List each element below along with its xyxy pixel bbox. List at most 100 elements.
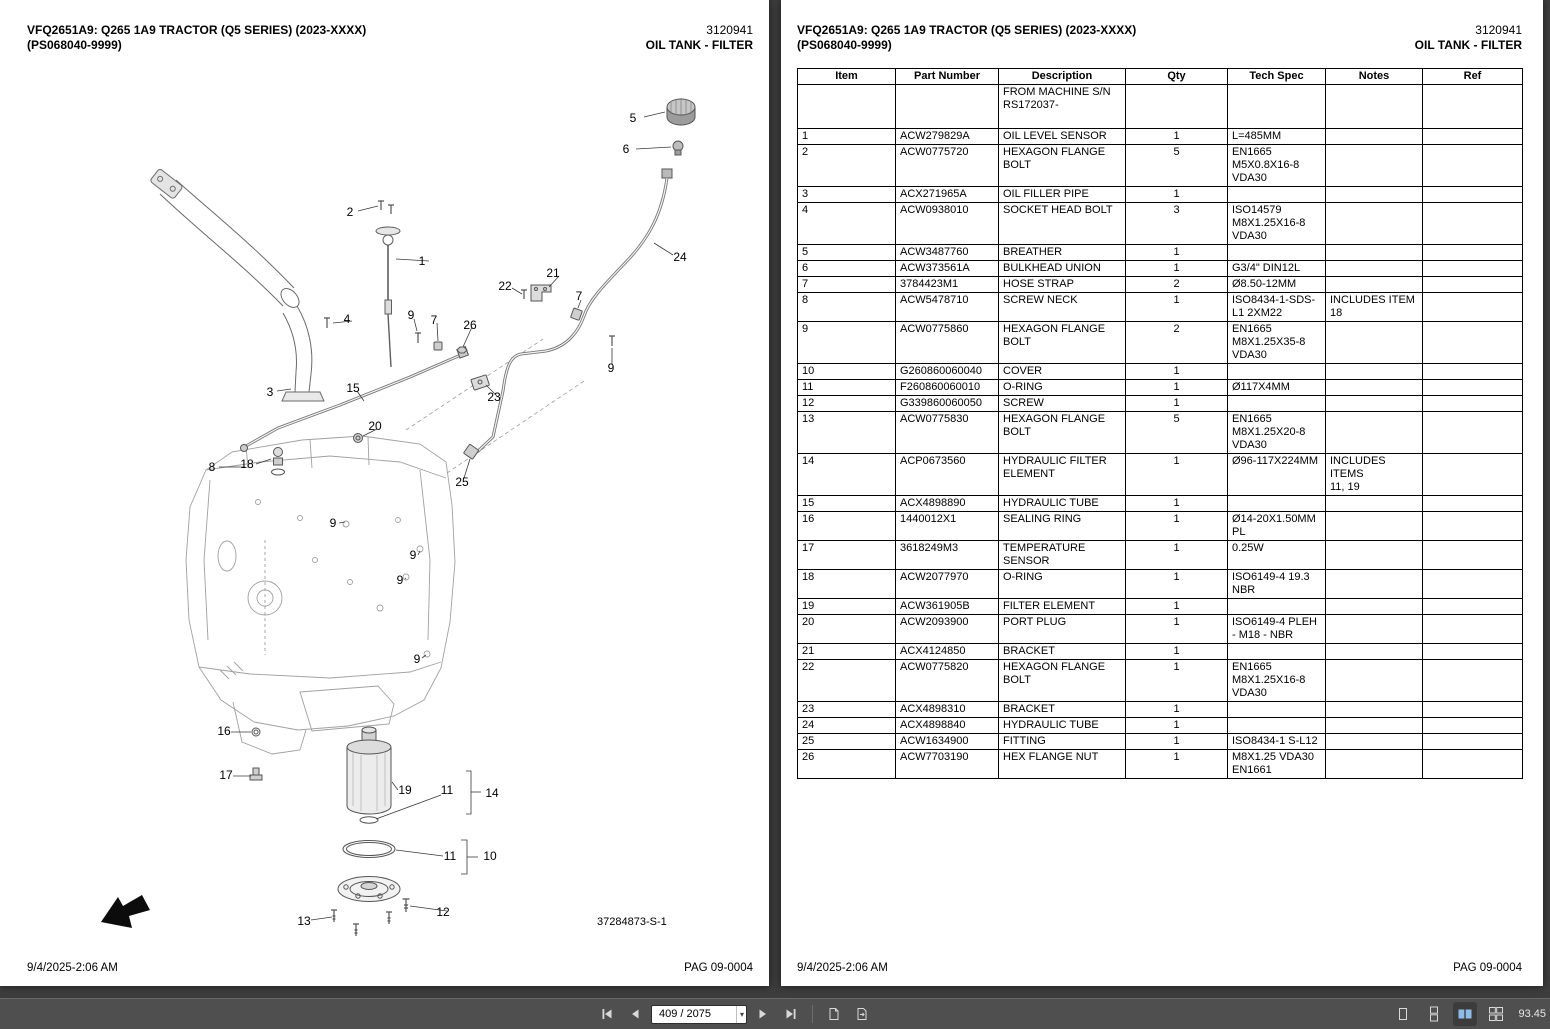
table-cell: ACX271965A [895,186,999,203]
table-cell: 2 [1125,276,1228,293]
table-cell: ACW1634900 [895,733,999,750]
callout-7: 7 [575,289,583,303]
table-cell: ACP0673560 [895,453,999,496]
table-cell [1422,540,1523,570]
next-view-button[interactable] [850,1002,874,1026]
table-cell: 1 [1125,395,1228,412]
table-cell: EN1665 M8X1.25X35-8 VDA30 [1227,321,1326,364]
table-cell: SCREW NECK [998,292,1126,322]
table-cell: FILTER ELEMENT [998,598,1126,615]
callout-7: 7 [430,313,438,327]
table-cell: G339860060050 [895,395,999,412]
table-cell [1325,495,1423,512]
table-cell: ACW373561A [895,260,999,277]
table-cell [1422,292,1523,322]
table-cell [1422,260,1523,277]
table-cell: Ø117X4MM [1227,379,1326,396]
table-cell: OIL FILLER PIPE [998,186,1126,203]
table-cell: 1 [1125,292,1228,322]
table-cell: 1 [1125,701,1228,718]
table-cell: 7 [797,276,896,293]
table-cell: 1 [1125,379,1228,396]
table-cell: 9 [797,321,896,364]
table-cell [1422,186,1523,203]
next-page-button[interactable] [751,1002,775,1026]
continuous-scroll-view-button[interactable] [1422,1002,1446,1026]
table-cell [1325,701,1423,718]
table-cell: ISO8434-1-SDS- L1 2XM22 [1227,292,1326,322]
footer-datetime: 9/4/2025-2:06 AM [797,962,888,974]
single-page-view-icon [1399,1008,1408,1020]
table-cell: 12 [797,395,896,412]
table-cell: ACW3487760 [895,244,999,261]
first-page-button[interactable] [595,1002,619,1026]
table-cell: 2 [1125,321,1228,364]
table-cell [1422,395,1523,412]
table-cell [1422,244,1523,261]
two-page-scroll-view-icon [1489,1007,1504,1021]
table-cell: INCLUDES ITEMS 11, 19 [1325,453,1423,496]
footer-page-ref: PAG 09-0004 [1453,962,1522,974]
table-cell: SEALING RING [998,511,1126,541]
single-page-view-button[interactable] [1391,1002,1415,1026]
table-cell: 1 [1125,614,1228,644]
table-cell [1227,495,1326,512]
table-cell: 1 [1125,511,1228,541]
table-cell: 11 [797,379,896,396]
table-cell: 1 [1125,540,1228,570]
table-cell [1325,569,1423,599]
page-number-input[interactable]: 409 / 2075 ▾ [651,1004,747,1024]
previous-view-button[interactable] [822,1002,846,1026]
table-cell: 10 [797,363,896,380]
callout-26: 26 [463,318,477,332]
two-page-view-button[interactable] [1453,1002,1478,1026]
callout-9: 9 [607,361,615,375]
two-page-scroll-view-button[interactable] [1484,1002,1508,1026]
table-cell: BREATHER [998,244,1126,261]
breather-plug [672,140,684,156]
table-cell: HEX FLANGE NUT [998,749,1126,779]
zoom-level[interactable]: 93.45 [1518,1008,1546,1020]
column-header: Notes [1325,68,1423,85]
table-cell [1422,701,1523,718]
table-cell: HEXAGON FLANGE BOLT [998,144,1126,187]
table-cell: EN1665 M8X1.25X20-8 VDA30 [1227,411,1326,454]
table-cell: O-RING [998,379,1126,396]
column-header: Description [998,68,1126,85]
table-cell [1227,186,1326,203]
table-cell: ACX4898890 [895,495,999,512]
callout-9: 9 [407,308,415,322]
previous-page-button[interactable] [623,1002,647,1026]
table-cell: 1 [1125,244,1228,261]
table-cell [1325,717,1423,734]
table-cell [1325,84,1423,129]
table-cell [1422,363,1523,380]
table-cell: 6 [797,260,896,277]
table-cell: 1 [1125,186,1228,203]
table-cell: 1 [1125,569,1228,599]
table-cell: L=485MM [1227,128,1326,145]
table-cell: ISO8434-1 S-L12 [1227,733,1326,750]
table-cell: 1 [1125,598,1228,615]
table-cell [1422,495,1523,512]
column-header: Item [797,68,896,85]
table-cell [1422,733,1523,750]
last-page-button[interactable] [779,1002,803,1026]
table-cell [1325,749,1423,779]
table-cell [1325,379,1423,396]
bottom-toolbar: 409 / 2075 ▾ 93.45 [0,998,1550,1029]
hydraulic-tube-24 [475,168,673,454]
filler-cap [666,98,696,126]
first-page-icon [602,1009,612,1019]
table-cell: 4 [797,202,896,245]
